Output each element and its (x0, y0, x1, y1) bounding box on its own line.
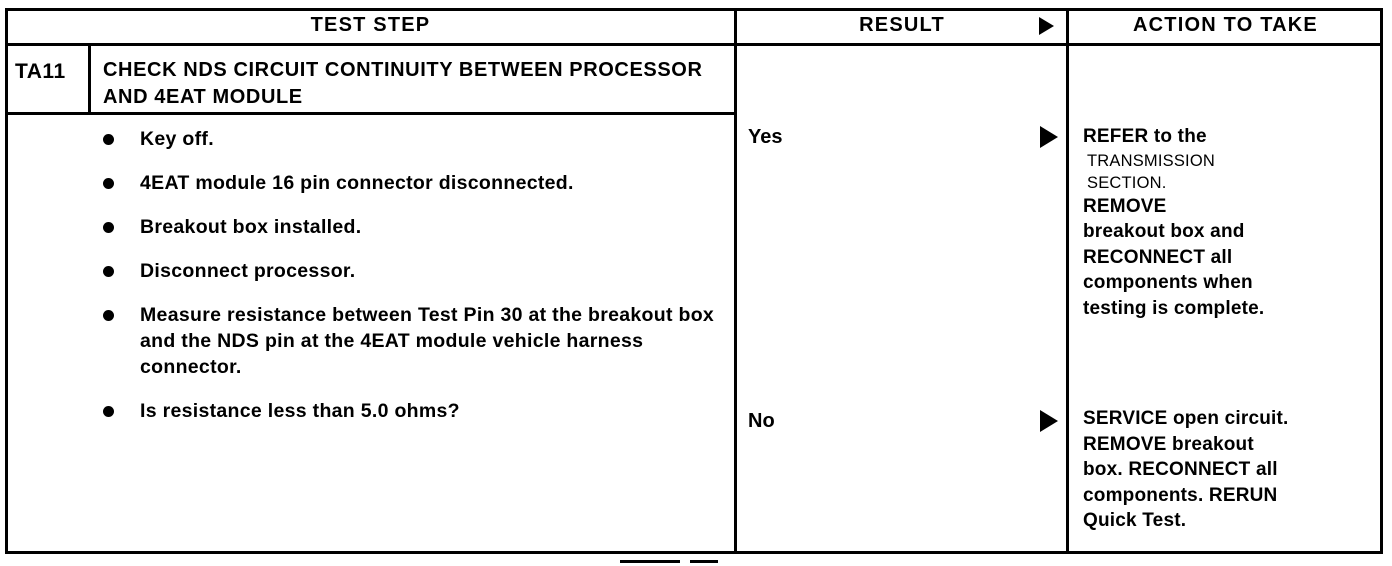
scan-artifact (286, 551, 986, 554)
step-code: TA11 (15, 60, 66, 83)
result-value-yes: Yes (748, 126, 783, 148)
action-line: testing is complete. (1083, 297, 1265, 319)
list-item: Key off. (100, 126, 720, 152)
list-item: Disconnect processor. (100, 258, 720, 284)
step-title-band: TA11 CHECK NDS CIRCUIT CONTINUITY BETWEE… (5, 46, 734, 115)
action-line: box. RECONNECT all (1083, 459, 1278, 480)
action-line: Quick Test. (1083, 510, 1187, 531)
column-divider-result (734, 8, 737, 551)
action-line: components when (1083, 272, 1253, 293)
header-result-label: RESULT (859, 14, 945, 36)
column-divider-step-code (88, 46, 91, 115)
header-result: RESULT (736, 8, 1068, 43)
list-item-question: Is resistance less than 5.0 ohms? (100, 398, 720, 424)
action-line: REMOVE breakout (1083, 433, 1254, 455)
list-item: 4EAT module 16 pin connector disconnecte… (100, 170, 720, 196)
column-divider-action (1066, 8, 1069, 554)
step-instruction-list: Key off. 4EAT module 16 pin connector di… (100, 126, 720, 442)
action-text-no: SERVICE open circuit. REMOVE breakout bo… (1083, 406, 1381, 534)
action-line: components. RERUN (1083, 484, 1278, 506)
action-text-yes: REFER to the TRANSMISSION SECTION. REMOV… (1083, 124, 1381, 321)
header-action-to-take: ACTION TO TAKE (1133, 14, 1318, 36)
scan-artifact (690, 560, 718, 563)
triangle-right-icon (1040, 410, 1058, 432)
action-line: breakout box and (1083, 221, 1245, 242)
scan-artifact (620, 560, 680, 563)
action-line: RECONNECT all (1083, 246, 1233, 268)
triangle-right-icon (1040, 126, 1058, 148)
action-line: REFER to the (1083, 126, 1207, 147)
list-item: Measure resistance between Test Pin 30 a… (100, 302, 720, 380)
header-test-step: TEST STEP (310, 14, 431, 36)
triangle-right-icon (1039, 17, 1054, 35)
action-line: TRANSMISSION (1087, 151, 1215, 170)
action-line: REMOVE (1083, 195, 1167, 217)
table-header-row: TEST STEP RESULT ACTION TO TAKE (5, 8, 1383, 46)
step-title: CHECK NDS CIRCUIT CONTINUITY BETWEEN PRO… (103, 59, 703, 108)
result-value-no: No (748, 410, 775, 432)
action-line: SERVICE open circuit. (1083, 408, 1289, 429)
list-item: Breakout box installed. (100, 214, 720, 240)
action-line: SECTION. (1087, 173, 1167, 192)
